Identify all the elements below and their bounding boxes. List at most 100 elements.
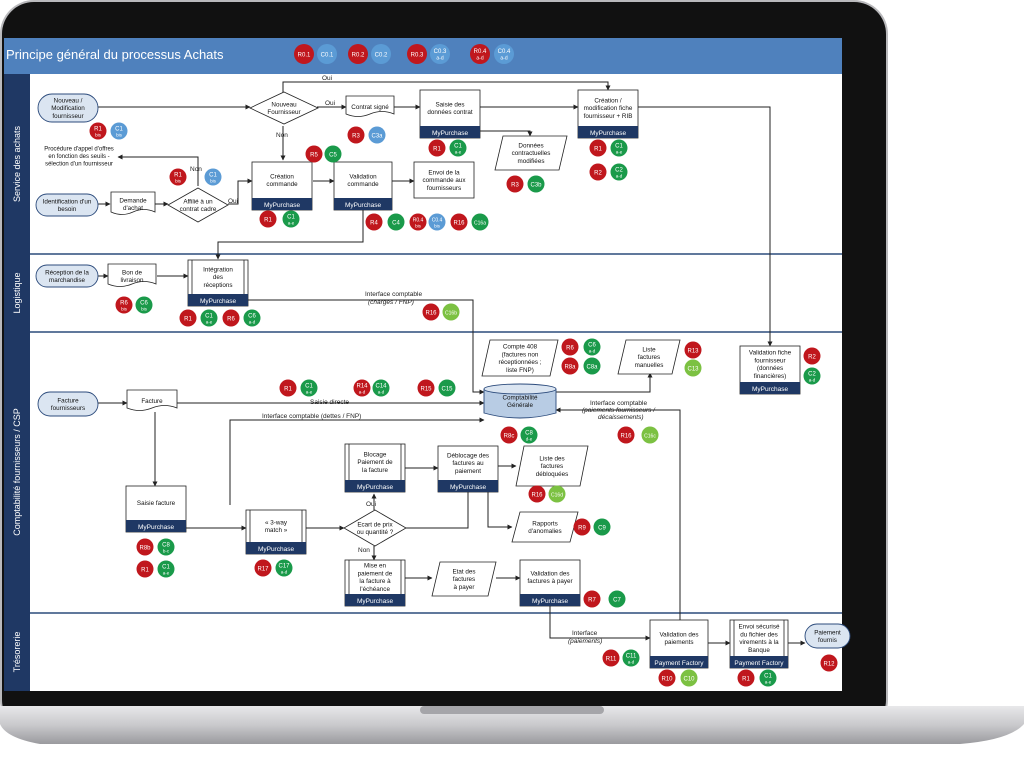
node-text: Facture bbox=[141, 398, 163, 405]
svg-text:R1: R1 bbox=[141, 567, 149, 573]
control-badge: R10 bbox=[658, 669, 676, 687]
node-text: Saisie facture bbox=[137, 500, 176, 507]
control-badge: R1 bbox=[279, 379, 297, 397]
node-text: match » bbox=[265, 527, 288, 534]
node-text: ou quantité ? bbox=[357, 529, 394, 536]
label-oui-3: Oui bbox=[366, 501, 376, 508]
control-badge: C3b bbox=[527, 175, 545, 193]
svg-text:R9: R9 bbox=[578, 525, 586, 531]
control-badge: C1a-e bbox=[157, 560, 175, 578]
control-badge: C7 bbox=[608, 590, 626, 608]
svg-text:C8: C8 bbox=[525, 431, 533, 437]
control-badge: C16a bbox=[471, 213, 489, 231]
svg-text:C3a: C3a bbox=[371, 133, 383, 139]
node-facture: Facture bbox=[126, 389, 178, 411]
control-badge: C16b bbox=[442, 303, 460, 321]
node-text: factures bbox=[453, 576, 475, 583]
control-badge: R5 bbox=[305, 145, 323, 163]
svg-text:C1: C1 bbox=[287, 215, 295, 221]
label-non-1: Non bbox=[276, 132, 288, 139]
node-text: (données bbox=[757, 365, 783, 372]
lane-logistique: Logistique bbox=[12, 272, 22, 313]
node-text: Etat des bbox=[452, 568, 475, 575]
node-text: manuelles bbox=[635, 362, 664, 369]
svg-text:a-d: a-d bbox=[809, 378, 816, 383]
swimlanes: Service des achats Logistique Comptabili… bbox=[4, 74, 842, 691]
control-badge: R4 bbox=[365, 213, 383, 231]
node-text: la facture à bbox=[359, 578, 391, 585]
svg-text:R13: R13 bbox=[687, 348, 699, 354]
node-text: Création / bbox=[594, 97, 622, 104]
svg-text:R11: R11 bbox=[606, 656, 617, 662]
node-text: Demande bbox=[119, 197, 147, 204]
svg-text:a-d: a-d bbox=[378, 390, 385, 395]
node-text: fournisseurs bbox=[51, 405, 85, 412]
svg-text:C16c: C16c bbox=[644, 433, 656, 439]
svg-text:R3: R3 bbox=[511, 182, 519, 188]
label-non-2: Non bbox=[190, 166, 202, 173]
node-text: Validation des bbox=[530, 570, 569, 577]
node-text: Déblocage des bbox=[447, 452, 489, 459]
system-label: MyPurchase bbox=[357, 598, 394, 605]
svg-text:C1: C1 bbox=[162, 565, 170, 571]
node-text: Liste bbox=[642, 346, 656, 353]
svg-text:C6: C6 bbox=[588, 343, 596, 349]
page-title: Principe général du processus Achats bbox=[6, 47, 224, 62]
svg-text:C13: C13 bbox=[687, 366, 699, 372]
node-text: Facture bbox=[57, 397, 79, 404]
svg-text:C1: C1 bbox=[305, 384, 313, 390]
svg-text:a-e: a-e bbox=[163, 571, 170, 576]
control-badge: C1a-e bbox=[282, 210, 300, 228]
control-badge: C1a-e bbox=[200, 309, 218, 327]
system-label: MyPurchase bbox=[752, 386, 789, 393]
svg-text:R1: R1 bbox=[594, 146, 602, 152]
control-badge: C4 bbox=[387, 213, 405, 231]
control-badge: R3 bbox=[506, 175, 524, 193]
svg-text:R4: R4 bbox=[370, 220, 378, 226]
svg-text:R16: R16 bbox=[453, 220, 465, 226]
control-badge: R8a bbox=[561, 357, 579, 375]
svg-text:R12: R12 bbox=[823, 661, 835, 667]
node-text: du fichier des bbox=[740, 631, 777, 638]
svg-text:C17: C17 bbox=[278, 564, 290, 570]
svg-text:R2: R2 bbox=[594, 170, 602, 176]
svg-text:C1: C1 bbox=[615, 144, 623, 150]
process-nodes: Nouveau /ModificationfournisseurProcédur… bbox=[35, 89, 851, 669]
label-oui-top: Oui bbox=[322, 75, 332, 82]
node-text: Rapports bbox=[532, 520, 558, 527]
system-label: MyPurchase bbox=[532, 598, 569, 605]
node-text: Nouveau / bbox=[54, 97, 83, 104]
svg-text:C0.4: C0.4 bbox=[432, 218, 443, 224]
label-charges-fnp: Interface comptable bbox=[365, 291, 422, 298]
svg-text:C11: C11 bbox=[626, 654, 637, 660]
svg-text:C0.2: C0.2 bbox=[375, 53, 388, 59]
system-label: MyPurchase bbox=[345, 202, 382, 209]
node-text: Liste des bbox=[539, 455, 564, 462]
svg-text:R0.1: R0.1 bbox=[298, 53, 311, 59]
node-text: commande bbox=[347, 181, 379, 188]
svg-text:R14: R14 bbox=[356, 384, 368, 390]
control-badge: R1 bbox=[428, 139, 446, 157]
control-badge: C8b-c bbox=[157, 538, 175, 556]
node-text: besoin bbox=[58, 206, 77, 213]
node-text: fournisseurs bbox=[427, 185, 461, 192]
control-badge: R1 bbox=[136, 560, 154, 578]
header-badge: R0.1 bbox=[294, 44, 314, 64]
system-label: Payment Factory bbox=[734, 660, 784, 667]
control-badge: R3 bbox=[347, 126, 365, 144]
node-text: « 3-way bbox=[265, 519, 288, 526]
